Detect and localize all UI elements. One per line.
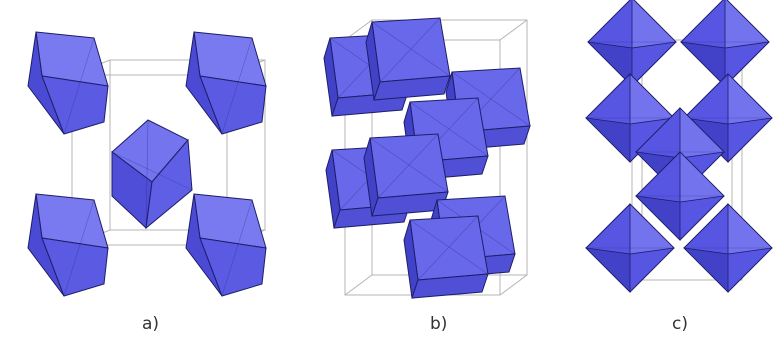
panel-c-structure bbox=[585, 0, 773, 293]
octahedron bbox=[185, 31, 267, 135]
panel-a-structure bbox=[27, 31, 267, 297]
octahedron bbox=[365, 17, 451, 101]
panel-b-structure bbox=[323, 17, 531, 299]
octahedron bbox=[185, 193, 267, 297]
octahedron bbox=[27, 31, 109, 135]
octahedron bbox=[111, 119, 193, 229]
panel-label-c: c) bbox=[672, 314, 688, 334]
octahedron bbox=[27, 193, 109, 297]
octahedron bbox=[403, 215, 489, 299]
panel-label-b: b) bbox=[430, 314, 448, 334]
octahedron bbox=[680, 0, 770, 87]
octahedron bbox=[587, 0, 677, 87]
panel-label-a: a) bbox=[142, 314, 160, 334]
